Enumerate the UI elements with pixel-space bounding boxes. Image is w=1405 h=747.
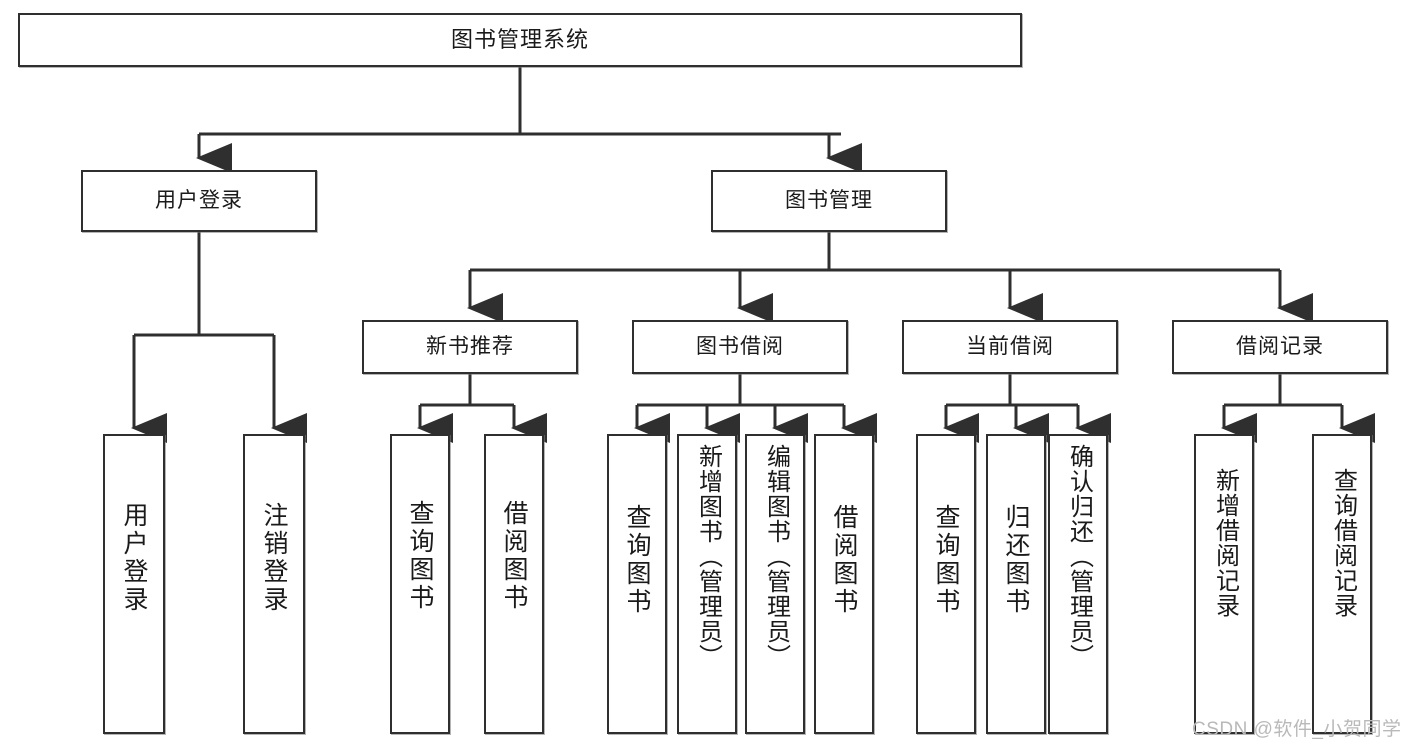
- leaf-user-login[interactable]: 用户登录: [103, 434, 165, 734]
- node-current-borrow-label: 当前借阅: [966, 334, 1054, 358]
- leaf-query-book-2-label: 查询图书: [623, 504, 651, 616]
- leaf-user-login-label: 用户登录: [120, 502, 148, 614]
- node-root[interactable]: 图书管理系统: [18, 13, 1022, 67]
- leaf-query-book-1[interactable]: 查询图书: [390, 434, 450, 734]
- leaf-query-record-label: 查询借阅记录: [1329, 468, 1357, 618]
- leaf-logout[interactable]: 注销登录: [243, 434, 305, 734]
- csdn-watermark: CSDN @软件_小贺同学: [1192, 719, 1402, 740]
- leaf-add-record-label: 新增借阅记录: [1211, 468, 1239, 618]
- node-new-book-rec[interactable]: 新书推荐: [362, 320, 578, 374]
- leaf-query-book-2[interactable]: 查询图书: [607, 434, 667, 734]
- node-book-borrow-label: 图书借阅: [696, 334, 784, 358]
- node-new-book-rec-label: 新书推荐: [426, 334, 514, 358]
- node-user-login-label: 用户登录: [155, 188, 243, 212]
- leaf-add-book-label: 新增图书（管理员）: [694, 444, 722, 669]
- leaf-query-book-3[interactable]: 查询图书: [916, 434, 976, 734]
- leaf-confirm-return-label: 确认归还（管理员）: [1065, 444, 1093, 669]
- leaf-query-book-1-label: 查询图书: [406, 500, 434, 612]
- node-current-borrow[interactable]: 当前借阅: [902, 320, 1118, 374]
- leaf-return-book-label: 归还图书: [1002, 504, 1030, 616]
- leaf-edit-book[interactable]: 编辑图书（管理员）: [745, 434, 805, 734]
- leaf-edit-book-label: 编辑图书（管理员）: [762, 444, 790, 669]
- leaf-borrow-book-1-label: 借阅图书: [500, 500, 528, 612]
- leaf-query-book-3-label: 查询图书: [932, 504, 960, 616]
- leaf-borrow-book-2-label: 借阅图书: [830, 504, 858, 616]
- leaf-borrow-book-2[interactable]: 借阅图书: [814, 434, 874, 734]
- leaf-add-book[interactable]: 新增图书（管理员）: [677, 434, 737, 734]
- leaf-add-record[interactable]: 新增借阅记录: [1194, 434, 1254, 734]
- node-root-label: 图书管理系统: [450, 27, 589, 53]
- leaf-confirm-return[interactable]: 确认归还（管理员）: [1048, 434, 1108, 734]
- leaf-return-book[interactable]: 归还图书: [986, 434, 1046, 734]
- node-book-manage-label: 图书管理: [785, 188, 873, 212]
- leaf-borrow-book-1[interactable]: 借阅图书: [484, 434, 544, 734]
- leaf-query-record[interactable]: 查询借阅记录: [1312, 434, 1372, 734]
- leaf-logout-label: 注销登录: [260, 502, 288, 614]
- node-user-login[interactable]: 用户登录: [81, 170, 317, 232]
- node-borrow-record-label: 借阅记录: [1236, 334, 1324, 358]
- node-borrow-record[interactable]: 借阅记录: [1172, 320, 1388, 374]
- node-book-borrow[interactable]: 图书借阅: [632, 320, 848, 374]
- node-book-manage[interactable]: 图书管理: [711, 170, 947, 232]
